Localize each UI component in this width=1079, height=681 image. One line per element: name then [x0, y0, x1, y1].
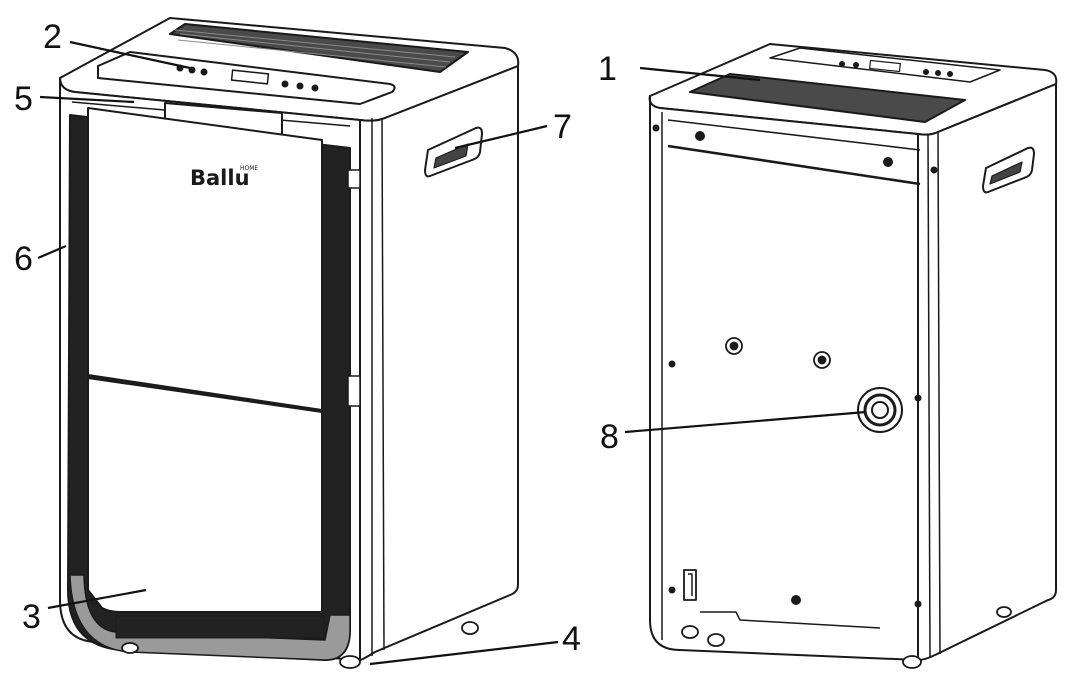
- water-tank-upper-panel: [87, 107, 323, 411]
- hose-clip: [683, 569, 697, 601]
- leader-8: [624, 410, 867, 434]
- back-top-grille: [689, 73, 966, 123]
- callout-6: 6: [14, 240, 33, 278]
- front-unit: [59, 17, 520, 669]
- water-tank-lower-panel: [87, 377, 323, 613]
- brand-subtitle: HOME: [240, 165, 258, 172]
- callout-2: 2: [43, 18, 62, 56]
- callout-1: 1: [598, 50, 617, 88]
- leader-5: [39, 95, 135, 104]
- leader-lines: [37, 40, 867, 666]
- back-casters: [681, 606, 1012, 669]
- leader-4: [369, 640, 559, 666]
- callout-4: 4: [562, 620, 581, 658]
- front-unit-side-face: [359, 65, 519, 661]
- brand-logo: Ballu: [190, 166, 250, 190]
- callout-5: 5: [14, 80, 33, 118]
- rear-screws: [652, 124, 938, 608]
- control-display: [230, 69, 270, 85]
- leader-1: [639, 66, 761, 82]
- front-casters: [121, 621, 479, 669]
- callout-8: 8: [600, 418, 619, 456]
- leader-7: [454, 124, 548, 150]
- rear-mount-bosses: [725, 337, 831, 369]
- tank-bottom-band: [69, 574, 351, 661]
- leader-6: [37, 244, 67, 260]
- back-unit-side-face: [917, 83, 1057, 661]
- leader-3: [47, 588, 147, 610]
- continuous-drain-outlet: [857, 387, 903, 433]
- leader-2: [69, 40, 191, 70]
- callout-7: 7: [553, 108, 572, 146]
- back-unit: [648, 43, 1058, 669]
- callout-3: 3: [22, 598, 41, 636]
